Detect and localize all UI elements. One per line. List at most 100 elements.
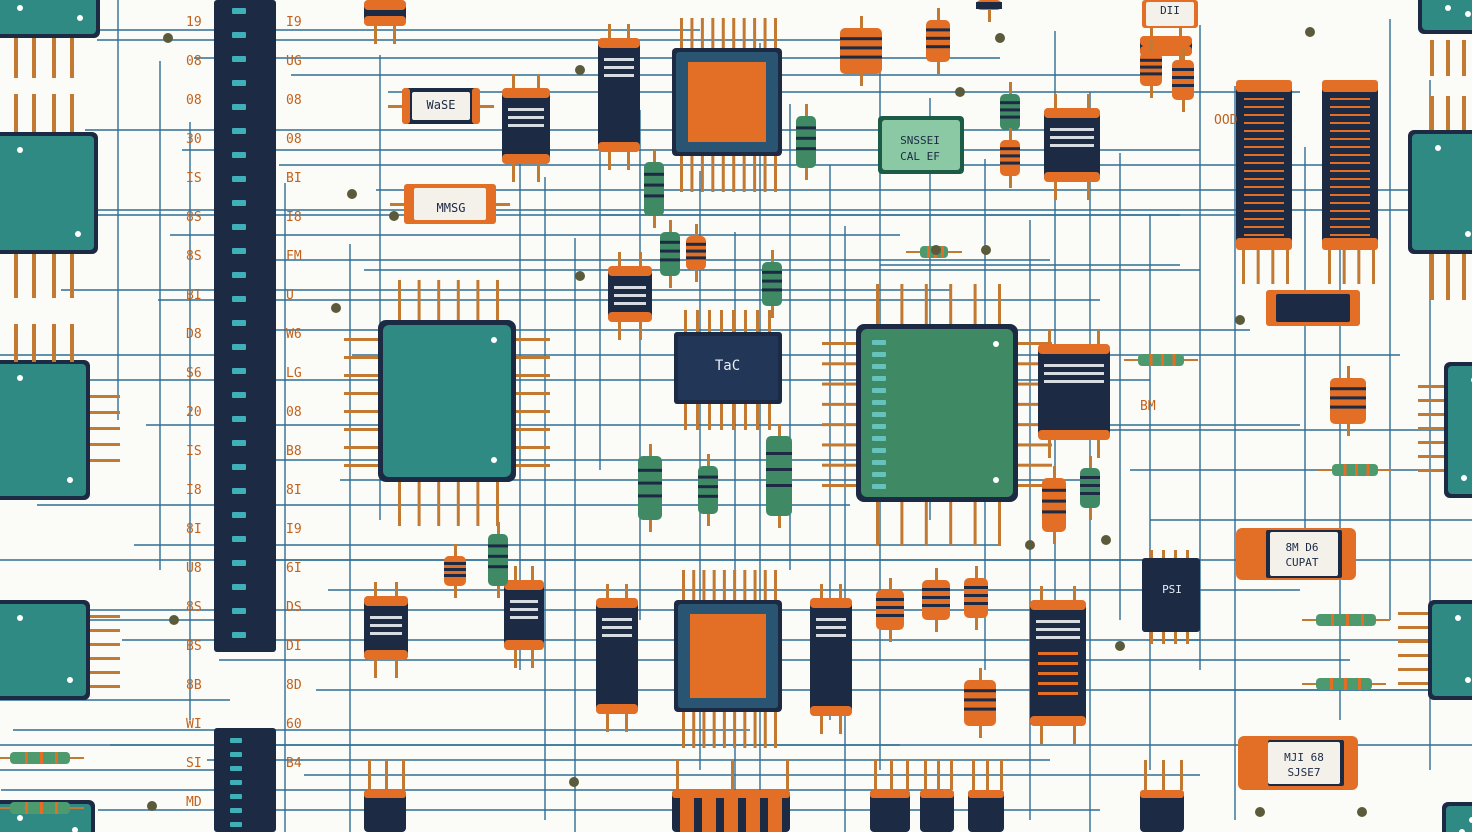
band xyxy=(1000,147,1020,151)
chip-pad xyxy=(872,412,886,417)
pin xyxy=(52,324,56,362)
pin xyxy=(680,18,683,48)
pin xyxy=(889,630,892,642)
top-right-header-label: DII xyxy=(1160,4,1180,17)
module-dot xyxy=(1445,5,1451,11)
pin xyxy=(1302,619,1316,621)
pin xyxy=(14,94,18,132)
small-resistor xyxy=(922,580,950,620)
bottom-stripe xyxy=(768,798,782,832)
pin xyxy=(344,428,378,431)
pin xyxy=(906,251,920,253)
band xyxy=(964,602,988,605)
bus-pad xyxy=(232,416,246,422)
module-dot xyxy=(72,827,78,832)
pin xyxy=(32,254,36,298)
pin xyxy=(771,306,774,318)
pin xyxy=(1018,484,1052,487)
pin xyxy=(606,584,609,598)
left-label: 8B xyxy=(186,678,202,693)
pin xyxy=(774,570,777,600)
via xyxy=(1305,27,1315,37)
left-label: 8S xyxy=(186,600,202,615)
bus-pad xyxy=(232,176,246,182)
stripe xyxy=(1244,138,1284,140)
tall-cap-8-band-top xyxy=(1044,108,1100,118)
pin xyxy=(344,446,378,449)
pin xyxy=(756,310,759,332)
module-dot xyxy=(1435,145,1441,151)
chip-pad xyxy=(872,340,886,345)
stripe xyxy=(1244,122,1284,124)
stripe xyxy=(1330,194,1370,196)
stripe xyxy=(1244,218,1284,220)
stripe xyxy=(1330,98,1370,100)
left-label: U8 xyxy=(186,561,202,576)
tall-cap-5 xyxy=(504,580,544,650)
left-label: 08 xyxy=(286,405,302,420)
pin xyxy=(32,38,36,78)
left-label: 08 xyxy=(286,93,302,108)
chip-pad xyxy=(872,472,886,477)
pin xyxy=(722,570,726,600)
stripe xyxy=(1244,178,1284,180)
pin xyxy=(731,760,734,790)
pin xyxy=(669,220,672,232)
qfp-chip-teal-face xyxy=(383,325,511,477)
pin xyxy=(52,254,56,298)
pin xyxy=(805,104,808,116)
pin xyxy=(496,482,499,526)
module-dot xyxy=(17,5,23,11)
tac-chip-face xyxy=(678,336,778,400)
pin xyxy=(0,807,10,809)
pin xyxy=(874,760,877,790)
pin xyxy=(744,310,747,332)
band xyxy=(1355,464,1358,476)
pin xyxy=(385,760,388,790)
band xyxy=(644,194,664,198)
pin xyxy=(822,463,856,467)
pin xyxy=(707,454,710,466)
wase-resistor-label-area xyxy=(412,92,470,120)
label-line xyxy=(510,608,538,611)
pin xyxy=(516,338,550,341)
bus-pad xyxy=(232,632,246,638)
pin xyxy=(948,251,962,253)
via xyxy=(331,303,341,313)
band xyxy=(686,242,706,246)
band xyxy=(926,28,950,32)
bus-pad xyxy=(232,224,246,230)
bus-pad xyxy=(232,200,246,206)
pin xyxy=(949,502,953,546)
pin xyxy=(437,280,441,320)
small-resistor xyxy=(1330,378,1366,424)
pin xyxy=(1179,22,1182,36)
via xyxy=(569,777,579,787)
right-cap-top-label-1: 8M D6 xyxy=(1285,541,1319,554)
small-resistor xyxy=(644,162,664,216)
pin xyxy=(653,216,656,228)
pin xyxy=(805,168,808,180)
tall-cap-6-band-bottom xyxy=(596,704,638,714)
pin xyxy=(625,584,628,598)
pin xyxy=(456,482,460,526)
via xyxy=(575,271,585,281)
pin xyxy=(1174,632,1177,644)
pin xyxy=(480,105,494,108)
pin xyxy=(344,374,378,377)
band xyxy=(698,485,718,489)
pin xyxy=(1048,330,1051,344)
edge-module-right-1-face xyxy=(1412,134,1472,250)
left-bus-strip-bottom xyxy=(214,728,276,832)
band xyxy=(976,4,1002,7)
pin xyxy=(514,566,517,580)
pin xyxy=(998,284,1001,324)
pin xyxy=(516,446,550,449)
bottom-stripe xyxy=(702,798,716,832)
left-label: B8 xyxy=(286,444,302,459)
pin xyxy=(690,156,694,192)
band xyxy=(922,596,950,599)
pin xyxy=(700,156,704,192)
via xyxy=(169,615,179,625)
pin xyxy=(1054,94,1057,108)
